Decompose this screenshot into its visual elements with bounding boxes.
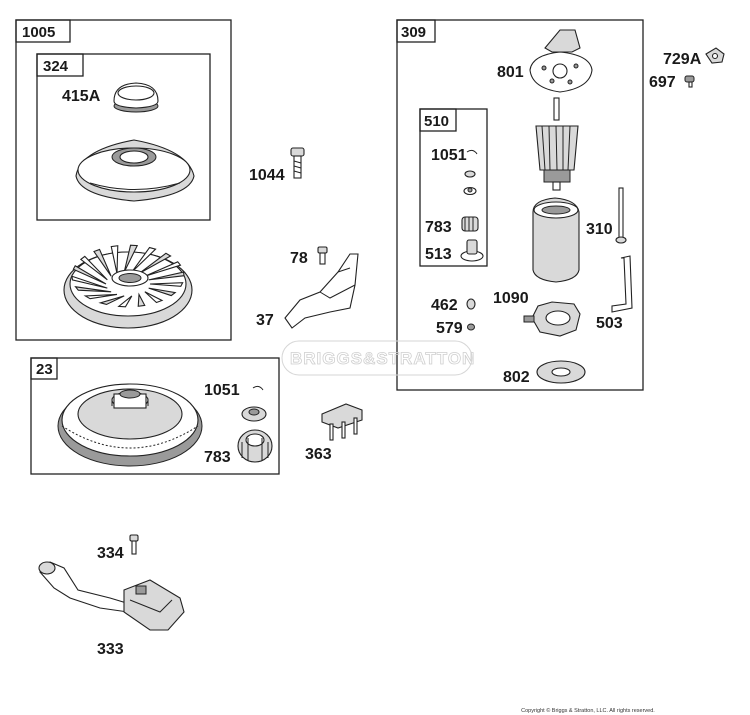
- part-783-gear-23: [237, 429, 273, 463]
- fan-blade: [74, 286, 112, 293]
- part-housing: [532, 197, 580, 283]
- group-1005: 1005: [15, 19, 232, 341]
- label-310: 310: [586, 221, 613, 238]
- label-1090: 1090: [493, 290, 529, 307]
- part-1090-brush-assembly: [523, 301, 581, 337]
- part-1051-clip-510: [466, 149, 478, 155]
- group-1005-label: 1005: [22, 24, 55, 41]
- label-37: 37: [256, 312, 274, 329]
- part-armature: [535, 97, 579, 191]
- part-flywheel: [57, 383, 203, 467]
- group-510: 510: [419, 108, 488, 267]
- label-801: 801: [497, 64, 524, 81]
- fan-blade: [137, 292, 146, 307]
- fan-blade: [131, 246, 157, 273]
- group-23-label: 23: [36, 361, 53, 378]
- group-324: 324: [36, 53, 211, 221]
- part-333-ignition-module: [38, 561, 185, 631]
- label-1051-510: 1051: [431, 147, 467, 164]
- fan-blade: [123, 244, 139, 273]
- fan-blade: [71, 275, 108, 289]
- fan-blade: [72, 264, 107, 285]
- label-503: 503: [596, 315, 623, 332]
- label-334: 334: [97, 545, 124, 562]
- part-697-screw: [684, 75, 695, 88]
- label-363: 363: [305, 446, 332, 463]
- label-1051-23: 1051: [204, 382, 240, 399]
- part-510-collar: [463, 170, 477, 196]
- fan-blade: [93, 248, 112, 277]
- part-783-gear-510: [461, 216, 479, 232]
- fan-blade: [110, 245, 119, 274]
- label-1044: 1044: [249, 167, 285, 184]
- part-415A-cap: [113, 82, 159, 113]
- part-513-pinion: [460, 239, 484, 262]
- fan-blade: [148, 287, 177, 297]
- group-23: 23: [30, 357, 280, 475]
- label-729A: 729A: [663, 51, 702, 68]
- part-363-bracket: [321, 403, 363, 441]
- label-697: 697: [649, 74, 676, 91]
- copyright-text: Copyright © Briggs & Stratton, LLC. All …: [521, 707, 655, 714]
- group-309: 309: [396, 19, 644, 391]
- part-462-nut: [466, 298, 476, 310]
- fan-blade: [144, 261, 182, 277]
- part-flywheel-fan: [63, 244, 193, 329]
- part-729A-terminal: [705, 47, 725, 64]
- group-324-label: 324: [43, 58, 69, 75]
- label-783-510: 783: [425, 219, 452, 236]
- part-334-screw: [129, 534, 139, 555]
- group-309-label: 309: [401, 24, 426, 41]
- label-579: 579: [436, 320, 463, 337]
- label-513: 513: [425, 246, 452, 263]
- fan-blade: [117, 295, 133, 308]
- label-78: 78: [290, 250, 308, 267]
- part-324-screen: [75, 139, 195, 202]
- watermark-text: BRIGGS&STRATTON: [290, 349, 475, 368]
- label-462: 462: [431, 297, 458, 314]
- part-503-bracket: [611, 255, 633, 313]
- watermark: BRIGGS&STRATTON: [281, 340, 475, 376]
- fan-blade: [144, 291, 164, 304]
- part-37-baffle: [284, 253, 359, 329]
- fan-blade: [149, 282, 184, 287]
- label-802: 802: [503, 369, 530, 386]
- fan-blade: [148, 271, 185, 281]
- fan-blade: [83, 293, 118, 300]
- part-1044-screw: [290, 147, 305, 179]
- part-801-end-cap: [529, 29, 593, 93]
- label-333: 333: [97, 641, 124, 658]
- part-1051-clip-23: [252, 385, 264, 391]
- fan-blade: [98, 295, 125, 306]
- part-802-end-plate: [536, 360, 586, 384]
- label-783-23: 783: [204, 449, 231, 466]
- fan-blade: [138, 252, 172, 275]
- part-78-bolt: [317, 246, 328, 265]
- label-415A: 415A: [62, 88, 101, 105]
- group-510-label: 510: [424, 113, 449, 130]
- part-23-collar: [241, 406, 267, 422]
- fan-blade: [79, 255, 108, 281]
- part-310-bolt: [615, 187, 627, 244]
- part-579-washer: [467, 323, 475, 331]
